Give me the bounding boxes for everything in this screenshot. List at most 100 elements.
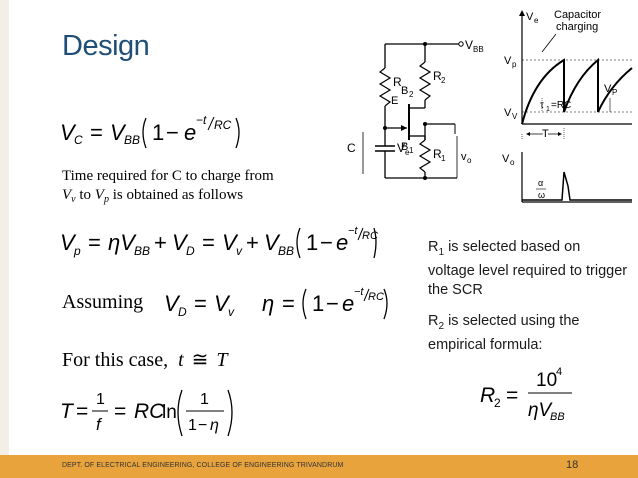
c-label: C	[347, 141, 356, 155]
omega-label: ω	[538, 190, 545, 200]
b2-label: B	[401, 85, 408, 97]
svg-text:e: e	[336, 230, 348, 255]
svg-text:η: η	[210, 417, 219, 434]
svg-text:R: R	[480, 384, 495, 407]
vo-axis-label: V	[502, 153, 510, 165]
e-label: E	[391, 95, 398, 107]
svg-text:V: V	[264, 230, 281, 255]
svg-text:ln: ln	[162, 402, 177, 423]
svg-text:e: e	[342, 291, 354, 316]
period-label: T	[542, 128, 549, 140]
b1-label: B	[401, 141, 408, 153]
tau-sub: 1	[546, 106, 550, 113]
svg-text:1: 1	[96, 391, 105, 408]
svg-text:V: V	[222, 230, 239, 255]
svg-text:4: 4	[556, 366, 562, 378]
prose-line-2: Vv to Vp is obtained as follows	[62, 187, 244, 205]
svg-text:−: −	[198, 417, 207, 434]
ve-sub: e	[405, 148, 410, 157]
ujt-waveform-diagram: V e Capacitor charging V p V P V V τ 1 =…	[498, 6, 636, 211]
prose-charge-time: Time required for C to charge from Vv to…	[62, 167, 274, 209]
tau-eq: =RC	[551, 100, 571, 111]
ve-axis-label: V	[526, 11, 534, 23]
svg-text:RC: RC	[368, 291, 384, 303]
r1-sub: 1	[441, 154, 446, 163]
svg-text:p: p	[73, 244, 81, 258]
svg-text:1: 1	[306, 230, 318, 255]
r1-label: R	[433, 147, 442, 161]
svg-text:η: η	[262, 291, 274, 316]
svg-text:v: v	[228, 305, 235, 319]
vo-axis-sub: o	[510, 158, 515, 167]
svg-text:−: −	[166, 120, 179, 145]
vp-left-sub: p	[512, 60, 517, 69]
left-accent-bar	[0, 0, 9, 478]
vo-sub: o	[467, 156, 472, 165]
svg-text:f: f	[96, 415, 103, 434]
svg-text:−t: −t	[348, 225, 358, 237]
svg-text:BB: BB	[550, 411, 565, 423]
vv-label: V	[504, 107, 512, 119]
charging-label: charging	[556, 21, 598, 33]
svg-text:=: =	[202, 230, 215, 255]
svg-text:−t: −t	[354, 286, 364, 298]
svg-text:=: =	[76, 400, 88, 423]
equation-for-this-case: For this case, t ≅ T	[62, 349, 228, 371]
vp-left-label: V	[504, 55, 512, 67]
svg-text:RC: RC	[214, 118, 232, 132]
svg-text:=: =	[88, 230, 101, 255]
svg-text:−: −	[326, 291, 339, 316]
note-r2-text: is selected using the empirical formula:	[428, 313, 580, 353]
svg-text:e: e	[184, 120, 196, 145]
equation-capacitor-voltage: V C = V BB 1 − e −t RC	[58, 108, 248, 160]
r-label: R	[393, 75, 402, 89]
svg-text:1: 1	[188, 417, 197, 434]
svg-text:V: V	[60, 230, 77, 255]
equation-period: T = 1 f = RC ln 1 1 − η	[58, 384, 238, 449]
svg-text:RC: RC	[134, 400, 165, 423]
svg-text:D: D	[186, 244, 195, 258]
ve-axis-sub: e	[534, 16, 539, 25]
assuming-label: Assuming	[62, 291, 144, 313]
vbb-label: V	[465, 38, 473, 52]
vo-label: v	[461, 151, 467, 163]
svg-text:BB: BB	[278, 244, 294, 258]
b2-sub: 2	[409, 90, 414, 99]
svg-text:10: 10	[536, 370, 557, 391]
ve-label: V	[397, 141, 405, 155]
svg-text:D: D	[178, 305, 187, 319]
svg-text:v: v	[236, 244, 243, 258]
svg-text:RC: RC	[362, 230, 378, 242]
svg-text:BB: BB	[124, 133, 140, 147]
svg-text:BB: BB	[134, 244, 150, 258]
svg-text:=: =	[114, 400, 126, 423]
capacitor-label: Capacitor	[554, 9, 601, 21]
svg-text:V: V	[214, 291, 231, 316]
tau-label: τ	[540, 100, 544, 111]
b1-sub: 1	[409, 146, 414, 155]
svg-text:=: =	[282, 291, 295, 316]
footer-bar	[0, 455, 638, 478]
svg-text:T: T	[542, 128, 549, 140]
note-r1: R1 is selected based on voltage level re…	[428, 239, 628, 298]
vv-sub: V	[512, 112, 518, 121]
svg-text:1: 1	[200, 391, 209, 408]
svg-text:V: V	[110, 120, 127, 145]
svg-text:ηV: ηV	[528, 400, 554, 421]
vbb-sub: BB	[473, 45, 484, 54]
svg-text:=: =	[90, 120, 103, 145]
svg-text:V: V	[60, 120, 77, 145]
svg-text:+: +	[246, 230, 259, 255]
note-r2: R2 is selected using the empirical formu…	[428, 313, 580, 353]
prose-line-2-tail: is obtained as follows	[112, 187, 244, 203]
alpha-label: α	[538, 178, 543, 188]
svg-text:ηV: ηV	[108, 230, 137, 255]
svg-text:−: −	[320, 230, 333, 255]
svg-text:+: +	[154, 230, 167, 255]
svg-text:=: =	[194, 291, 207, 316]
svg-text:C: C	[74, 133, 83, 147]
svg-text:=: =	[506, 384, 518, 407]
svg-text:−t: −t	[196, 113, 207, 127]
svg-text:1: 1	[152, 120, 164, 145]
r2-sub: 2	[441, 76, 446, 85]
